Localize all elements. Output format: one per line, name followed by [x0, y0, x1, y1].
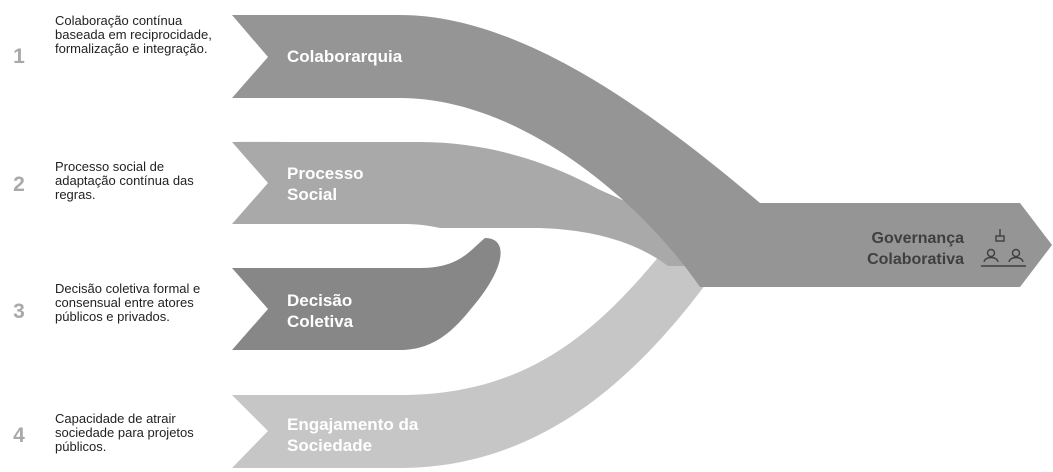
step-description-1: Colaboração contínua baseada em reciproc… [55, 13, 212, 56]
step-number-2: 2 [13, 173, 25, 196]
step-number-3: 3 [13, 300, 25, 323]
flow-band-processo-body [232, 142, 712, 266]
band-label-engajamento: Engajamento da Sociedade [287, 415, 419, 455]
flow-band-engajamento [232, 255, 727, 468]
band-label-processo-social: Processo Social [287, 164, 364, 204]
step-description-4: Capacidade de atrair sociedade para proj… [55, 411, 194, 454]
step-number-1: 1 [13, 45, 25, 68]
people-meeting-icon [981, 229, 1026, 267]
flow-band-decisao [232, 238, 501, 350]
step-description-2: Processo social de adaptação contínua da… [55, 159, 194, 202]
step-description-3: Decisão coletiva formal e consensual ent… [55, 281, 201, 324]
target-label-governanca: Governança Colaborativa [867, 230, 964, 268]
band-label-decisao-coletiva: Decisão Coletiva [287, 291, 354, 331]
flow-band-colaborarquia [232, 15, 1052, 287]
band-label-colaborarquia: Colaborarquia [287, 47, 403, 66]
step-number-4: 4 [13, 424, 25, 447]
